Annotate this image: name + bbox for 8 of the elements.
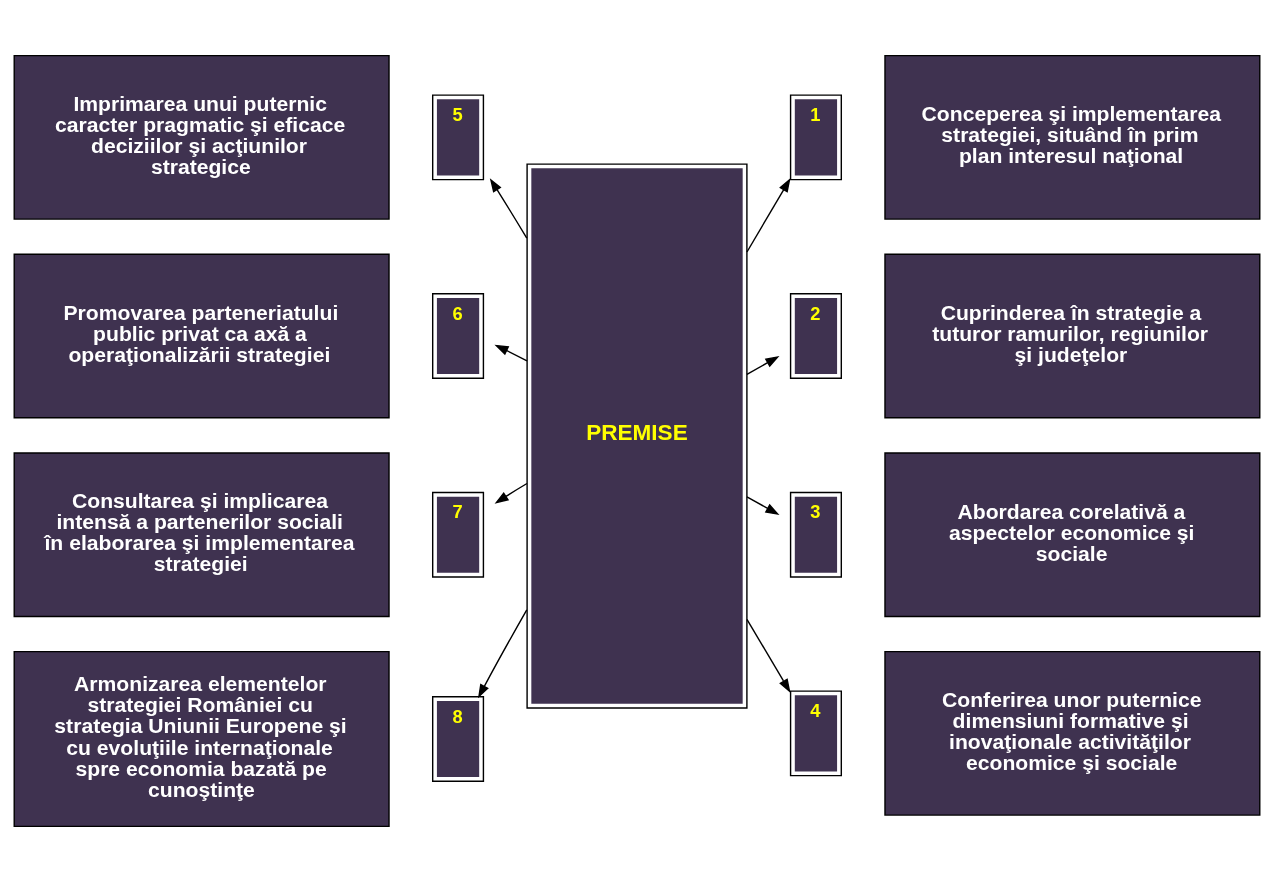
arrow [746, 495, 780, 515]
arrow [746, 355, 780, 375]
arrow [494, 344, 528, 362]
arrow [489, 177, 528, 239]
arrow [746, 618, 791, 693]
arrow [477, 608, 528, 698]
arrow [494, 482, 528, 504]
arrow [746, 177, 791, 253]
